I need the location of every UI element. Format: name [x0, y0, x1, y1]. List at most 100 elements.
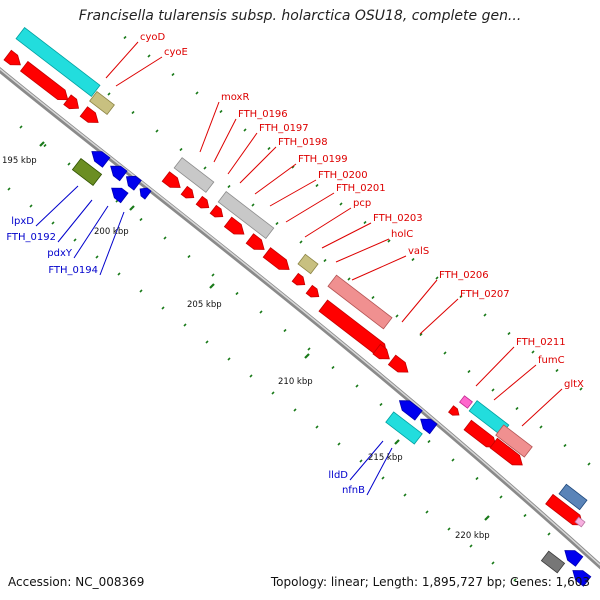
pink-feature [459, 395, 473, 409]
tick-mark [539, 425, 543, 429]
tick-mark [515, 406, 519, 411]
leader-line [254, 163, 297, 195]
cds-arrow-reverse [420, 418, 438, 435]
tick-mark [293, 408, 297, 412]
cds-arrow-reverse [398, 400, 423, 421]
tick-mark [387, 239, 391, 243]
cds-arrow [245, 233, 265, 250]
tick-mark [235, 291, 239, 296]
topology-text: Topology: linear; Length: 1,895,727 bp; … [270, 575, 590, 589]
major-tick [304, 353, 310, 359]
tick-mark [507, 331, 511, 336]
gene-label: fumC [538, 355, 565, 366]
tick-mark [161, 306, 165, 310]
tick-mark [249, 374, 253, 378]
map-title: Francisella tularensis subsp. holarctica… [78, 8, 522, 24]
tick-mark [171, 72, 175, 77]
gene-label: gltX [564, 379, 584, 390]
gene-label: FTH_0203 [373, 213, 423, 224]
tick-mark [219, 109, 223, 114]
tick-mark [275, 221, 279, 226]
leader-line [366, 447, 393, 496]
cds-arrow [291, 272, 306, 286]
tick-mark [251, 203, 255, 207]
genome-backbone [0, 67, 600, 570]
tick-mark [139, 289, 143, 293]
major-tick [209, 283, 215, 289]
scale-label: 215 kbp [368, 453, 403, 463]
scale-label: 210 kbp [278, 377, 313, 387]
gene-label: FTH_0199 [298, 154, 348, 165]
dark-olive-feature [71, 157, 103, 187]
tick-mark [95, 255, 99, 259]
backbone-highlight [0, 68, 600, 566]
tick-mark [359, 459, 363, 463]
tick-mark [211, 273, 215, 277]
cyan-feature [15, 26, 101, 98]
gene-label: FTH_0194 [48, 265, 98, 276]
cds-arrow [489, 437, 523, 466]
tick-mark [123, 35, 127, 40]
gene-label: pdxY [47, 248, 73, 259]
leader-line [304, 207, 352, 238]
cds-arrow [209, 204, 224, 218]
leader-line [227, 132, 258, 175]
tick-mark [67, 162, 71, 166]
gene-label: cyoD [140, 32, 166, 43]
cds-arrow [19, 60, 69, 101]
tick-mark [447, 527, 451, 531]
tick-mark [117, 272, 121, 276]
gene-label: FTH_0198 [278, 137, 328, 148]
leader-line [115, 56, 163, 87]
tick-mark [459, 294, 463, 299]
cds-arrow-reverse [139, 187, 152, 200]
gene-label: FTH_0211 [516, 337, 566, 348]
tick-mark [435, 276, 439, 280]
backbone-line [0, 67, 600, 570]
tick-mark [267, 146, 271, 151]
gray-feature [540, 550, 566, 574]
cds-arrow [305, 284, 320, 298]
tick-mark [131, 110, 135, 115]
tick-mark [363, 220, 367, 225]
leader-line [335, 238, 390, 263]
leader-line [493, 364, 537, 401]
cds-arrow [3, 49, 21, 66]
olive-feature [297, 253, 319, 275]
tick-mark [147, 54, 151, 58]
salmon-feature [327, 274, 393, 330]
leader-line [57, 199, 93, 243]
tick-mark [227, 357, 231, 361]
tick-mark [107, 92, 111, 96]
leader-line [73, 205, 109, 259]
label-leaders-layer [35, 41, 563, 496]
major-tick [394, 439, 400, 445]
gene-label: FTH_0206 [439, 270, 489, 281]
tick-mark [19, 125, 23, 129]
tick-mark [547, 532, 551, 536]
leader-line [351, 255, 407, 281]
tick-mark [43, 143, 47, 148]
tick-mark [259, 310, 263, 314]
tick-mark [183, 323, 187, 327]
cds-arrow [195, 195, 210, 209]
tick-mark [475, 476, 479, 481]
scale-label: 195 kbp [2, 156, 37, 166]
tick-mark [523, 513, 527, 518]
tick-mark [411, 257, 415, 262]
major-tick [129, 205, 135, 211]
olive-feature [89, 90, 115, 116]
cds-arrow-reverse [564, 550, 584, 567]
tick-mark [513, 578, 517, 582]
leader-line [105, 41, 139, 79]
leader-line [521, 388, 563, 427]
leader-line [35, 185, 79, 227]
leader-line [239, 146, 277, 184]
cds-arrow-reverse [91, 151, 111, 168]
tick-mark [299, 240, 303, 244]
cds-arrow [372, 343, 390, 360]
leader-line [475, 346, 515, 387]
tick-mark [195, 91, 199, 95]
tick-mark [283, 328, 287, 333]
